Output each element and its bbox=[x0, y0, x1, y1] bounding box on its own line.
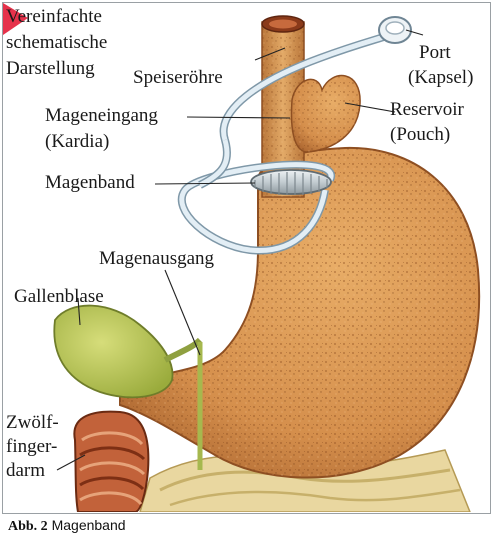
label-zwoelf-line-3: darm bbox=[6, 460, 45, 482]
caption-prefix: Abb. 2 bbox=[8, 519, 48, 534]
label-zwoelf-line-1: Zwölf- bbox=[6, 412, 59, 434]
note-line-3: Darstellung bbox=[6, 58, 95, 80]
label-port-sub: (Kapsel) bbox=[408, 67, 473, 89]
label-magenausgang: Magenausgang bbox=[99, 248, 214, 270]
label-port: Port bbox=[419, 42, 451, 64]
gastric-band bbox=[251, 170, 331, 195]
label-speiseroehre: Speiseröhre bbox=[133, 67, 223, 89]
leader-magenband bbox=[155, 183, 255, 184]
label-magenband: Magenband bbox=[45, 172, 135, 194]
duodenum bbox=[74, 412, 148, 512]
label-reservoir: Reservoir bbox=[390, 99, 464, 121]
caption-text: Magenband bbox=[52, 517, 126, 533]
figure-caption: Abb. 2 Magenband bbox=[8, 516, 126, 536]
note-line-1: Vereinfachte bbox=[6, 6, 102, 28]
label-mageneingang-sub: (Kardia) bbox=[45, 131, 109, 153]
leader-magenausgang bbox=[165, 270, 200, 355]
pouch bbox=[292, 76, 361, 152]
label-gallenblase: Gallenblase bbox=[14, 286, 104, 308]
note-line-2: schematische bbox=[6, 32, 107, 54]
label-zwoelf-line-2: finger- bbox=[6, 436, 57, 458]
label-mageneingang: Mageneingang bbox=[45, 105, 158, 127]
label-reservoir-sub: (Pouch) bbox=[390, 124, 450, 146]
